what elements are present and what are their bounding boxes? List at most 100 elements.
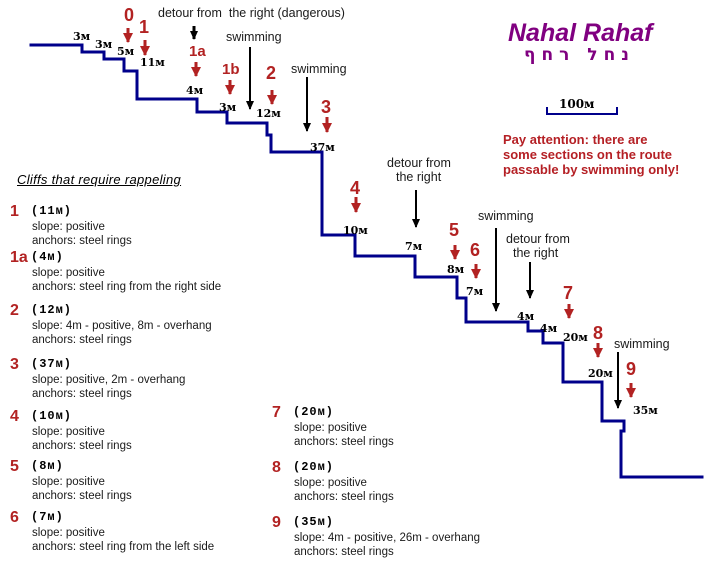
legend-entry-4: 4 (10м) slope: positive anchors: steel r… bbox=[10, 408, 270, 454]
legend-entry-number: 1 bbox=[10, 203, 19, 220]
legend-entry-height: (8м) bbox=[31, 459, 64, 473]
legend-entry-number: 7 bbox=[272, 404, 281, 421]
height-label: 4м bbox=[540, 322, 558, 335]
legend-entry-7: 7 (20м) slope: positive anchors: steel r… bbox=[272, 404, 532, 450]
legend-entry-height: (10м) bbox=[31, 409, 73, 423]
legend-entry-number: 9 bbox=[272, 514, 281, 531]
height-label: 7м bbox=[466, 285, 484, 298]
cliff-marker-7: 7 bbox=[563, 283, 574, 303]
page-title: Nahal Rahaf bbox=[508, 19, 653, 47]
legend-entry-number: 2 bbox=[10, 302, 19, 319]
legend-entry-number: 5 bbox=[10, 458, 19, 475]
cliff-marker-8: 8 bbox=[593, 323, 604, 343]
cliff-marker-1a: 1a bbox=[189, 43, 206, 60]
height-label: 4м bbox=[517, 310, 535, 323]
height-label: 10м bbox=[343, 224, 368, 237]
legend-entry-number: 4 bbox=[10, 408, 19, 425]
cliff-marker-0: 0 bbox=[124, 5, 135, 25]
warning-line: Pay attention: there are bbox=[503, 132, 648, 147]
legend-entry-slope: slope: positive bbox=[294, 422, 367, 434]
legend-entry-anchors: anchors: steel ring from the left side bbox=[32, 541, 215, 553]
annotation-swimming: swimming bbox=[226, 30, 282, 44]
cliff-marker-4: 4 bbox=[350, 178, 361, 198]
cliff-marker-1: 1 bbox=[139, 17, 150, 37]
legend-entry-1a: 1a (4м) slope: positive anchors: steel r… bbox=[10, 249, 270, 295]
legend-entry-height: (12м) bbox=[31, 303, 73, 317]
legend-entry-anchors: anchors: steel rings bbox=[32, 235, 132, 247]
scale-bar-label: 100м bbox=[559, 97, 595, 111]
annotation-swimming: swimming bbox=[478, 209, 534, 223]
annotation-detour-right: the right bbox=[396, 170, 442, 184]
cliff-marker-9: 9 bbox=[626, 359, 637, 379]
height-label: 3м bbox=[73, 30, 91, 43]
legend-entry-height: (7м) bbox=[31, 510, 64, 524]
legend-entry-1: 1 (11м) slope: positive anchors: steel r… bbox=[10, 203, 270, 249]
scale-bar-bracket bbox=[546, 107, 618, 115]
height-label: 20м bbox=[563, 331, 588, 344]
elevation-profile-line bbox=[29, 43, 704, 479]
page-title-hebrew: נחל רחף bbox=[524, 45, 635, 65]
legend-entry-anchors: anchors: steel rings bbox=[294, 546, 394, 558]
legend-entry-9: 9 (35м) slope: 4m - positive, 26m - over… bbox=[272, 514, 532, 560]
height-label: 11м bbox=[140, 56, 165, 69]
height-label: 3м bbox=[219, 101, 237, 114]
legend-entry-slope: slope: positive bbox=[32, 267, 105, 279]
legend-entry-slope: slope: positive bbox=[32, 221, 105, 233]
legend-entry-anchors: anchors: steel rings bbox=[294, 491, 394, 503]
legend-entry-number: 8 bbox=[272, 459, 281, 476]
legend-entry-number: 3 bbox=[10, 356, 19, 373]
legend-entry-slope: slope: 4m - positive, 8m - overhang bbox=[32, 320, 212, 332]
cliff-marker-5: 5 bbox=[449, 220, 460, 240]
legend-entry-number: 1a bbox=[10, 249, 28, 266]
legend-entry-anchors: anchors: steel rings bbox=[32, 440, 132, 452]
annotation-swimming: swimming bbox=[291, 62, 347, 76]
legend-entry-3: 3 (37м) slope: positive, 2m - overhang a… bbox=[10, 356, 270, 402]
height-label: 3м bbox=[95, 38, 113, 51]
annotation-detour-dangerous: detour from the right (dangerous) bbox=[158, 6, 345, 20]
legend-entry-anchors: anchors: steel rings bbox=[294, 436, 394, 448]
cliff-marker-6: 6 bbox=[470, 240, 481, 260]
warning-line: passable by swimming only! bbox=[503, 162, 680, 177]
legend-entry-height: (35м) bbox=[293, 515, 335, 529]
height-label: 35м bbox=[633, 404, 658, 417]
annotation-detour-right: detour from bbox=[387, 156, 451, 170]
height-label: 37м bbox=[310, 141, 335, 154]
cliff-marker-3: 3 bbox=[321, 97, 332, 117]
legend-heading: Cliffs that require rappeling bbox=[17, 172, 182, 187]
height-label: 12м bbox=[256, 107, 281, 120]
legend-entry-height: (11м) bbox=[31, 204, 73, 218]
height-label: 4м bbox=[186, 84, 204, 97]
legend-entry-slope: slope: positive, 2m - overhang bbox=[32, 374, 186, 386]
legend-entry-6: 6 (7м) slope: positive anchors: steel ri… bbox=[10, 509, 270, 555]
legend-entry-slope: slope: positive bbox=[32, 426, 105, 438]
height-label: 7м bbox=[405, 240, 423, 253]
height-label: 20м bbox=[588, 367, 613, 380]
legend-entry-anchors: anchors: steel ring from the right side bbox=[32, 281, 222, 293]
legend-entry-2: 2 (12м) slope: 4m - positive, 8m - overh… bbox=[10, 302, 270, 348]
black-annotation-arrows bbox=[190, 26, 622, 409]
legend-entry-slope: slope: positive bbox=[294, 477, 367, 489]
legend-entry-height: (37м) bbox=[31, 357, 73, 371]
legend-entry-height: (20м) bbox=[293, 405, 335, 419]
annotation-swimming: swimming bbox=[614, 337, 670, 351]
legend-entry-slope: slope: 4m - positive, 26m - overhang bbox=[294, 532, 481, 544]
annotation-detour-right: detour from bbox=[506, 232, 570, 246]
legend-entry-height: (20м) bbox=[293, 460, 335, 474]
legend-entry-height: (4м) bbox=[31, 250, 64, 264]
cliff-marker-1b: 1b bbox=[222, 61, 240, 78]
legend-entry-slope: slope: positive bbox=[32, 476, 105, 488]
warning-line: some sections on the route bbox=[503, 147, 673, 162]
legend-entry-anchors: anchors: steel rings bbox=[32, 388, 132, 400]
legend-entry-anchors: anchors: steel rings bbox=[32, 490, 132, 502]
annotation-detour-right: the right bbox=[513, 246, 559, 260]
height-label: 8м bbox=[447, 263, 465, 276]
legend-entry-anchors: anchors: steel rings bbox=[32, 334, 132, 346]
red-cliff-arrows bbox=[123, 28, 636, 398]
cliff-marker-2: 2 bbox=[266, 63, 277, 83]
legend-entry-8: 8 (20м) slope: positive anchors: steel r… bbox=[272, 459, 532, 505]
height-label: 5м bbox=[117, 45, 135, 58]
legend-entry-number: 6 bbox=[10, 509, 19, 526]
legend-entry-5: 5 (8м) slope: positive anchors: steel ri… bbox=[10, 458, 270, 504]
